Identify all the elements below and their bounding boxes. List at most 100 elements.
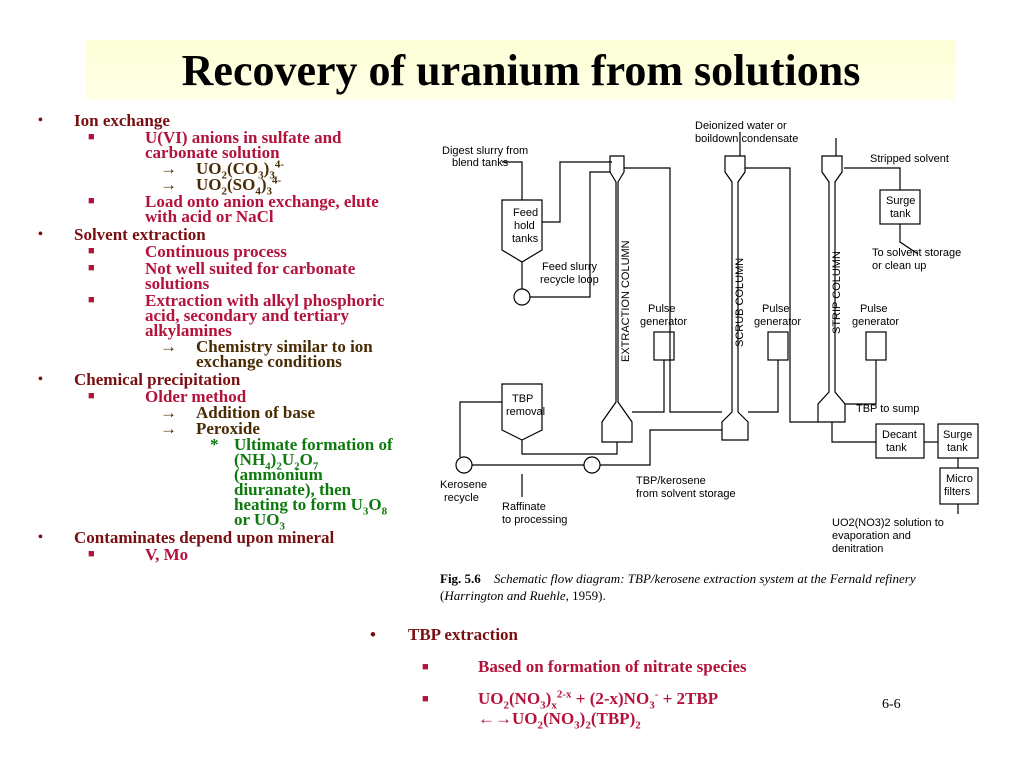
figure-caption-text: Schematic flow diagram: TBP/kerosene ext… (493, 571, 916, 586)
surge-bottom-label-1: Surge (943, 429, 972, 441)
outline-text: Contaminates depend upon mineral (74, 528, 335, 547)
outline-text: Solvent extraction (74, 225, 206, 244)
uo2-solution-label-2: evaporation and (832, 530, 911, 542)
bullet-icon: ■ (422, 661, 429, 673)
pulse-generator-1-shape (653, 331, 675, 361)
outline-item: ■U(VI) anions in sulfate and carbonate s… (0, 129, 400, 161)
outline-text: Peroxide (196, 419, 260, 438)
outline-text: UO2(CO3)34- (196, 158, 285, 182)
pump-tbp-icon (583, 456, 601, 474)
bullet-icon: * (210, 435, 219, 454)
outline-text: UO2(SO4)34- (196, 174, 282, 198)
uo2-solution-label-1: UO2(NO3)2 solution to (832, 517, 944, 529)
outline-item: • Chemical precipitation (0, 370, 400, 389)
right-list-text: UO2(NO3)x2-x + (2-x)NO3- + 2TBP←→UO2(NO3… (478, 688, 719, 732)
strip-column-label: STRIP COLUMN (831, 251, 843, 334)
outline-item: →Chemistry similar to ion exchange condi… (0, 337, 400, 371)
micro-filters-shape (939, 467, 979, 505)
right-list-item: •TBP extraction (360, 625, 880, 645)
outline-text: Continuous process (145, 242, 287, 261)
outline-item: • Contaminates depend upon mineral (0, 528, 400, 547)
outline-item: ■ Older method (0, 387, 400, 406)
feed-slurry-label-2: recycle loop (540, 274, 599, 286)
outline-item: •Ion exchange (0, 111, 400, 130)
slide-title: Recovery of uranium from solutions (181, 46, 861, 95)
decant-label-2: tank (886, 442, 907, 454)
pulse-generator-2-shape (767, 331, 789, 361)
surge-top-label-1: Surge (886, 195, 915, 207)
bullet-icon: • (38, 530, 43, 545)
pulse-3-label-1: Pulse (860, 303, 888, 315)
scrub-column-label: SCRUB COLUMN (734, 258, 746, 347)
bullet-outline: •Ion exchange■U(VI) anions in sulfate an… (0, 110, 400, 564)
tbp-kerosene-label-1: TBP/kerosene (636, 475, 706, 487)
micro-filters-label-1: Micro (946, 473, 973, 485)
solvent-storage-label-1: To solvent storage (872, 247, 961, 259)
tbp-extraction-list: •TBP extraction ■ Based on formation of ni… (360, 625, 880, 732)
outline-item: →UO2(SO4)34- (0, 174, 400, 198)
kerosene-label-2: recycle (444, 492, 479, 504)
figure-number: Fig. 5.6 (440, 571, 481, 586)
digest-label-1: Digest slurry from (442, 145, 528, 157)
outline-item: ■ Continuous process (0, 242, 400, 261)
pulse-generator-3-shape (865, 331, 887, 361)
feed-slurry-label-1: Feed slurry (542, 261, 598, 273)
figure-citation-authors: Harrington and Ruehle (444, 588, 566, 603)
outline-text: Ion exchange (74, 111, 170, 130)
tbp-kerosene-label-2: from solvent storage (636, 488, 736, 500)
outline-item: ■V, Mo (0, 545, 400, 564)
bullet-icon: ■ (88, 195, 95, 207)
bullet-icon: • (370, 625, 376, 644)
right-list-text: Based on formation of nitrate species (478, 657, 747, 676)
pulse-1-label-2: generator (640, 316, 687, 328)
stripped-solvent-label: Stripped solvent (870, 153, 949, 165)
outline-item: →UO2(CO3)34- (0, 158, 400, 182)
tbp-removal-tank-shape (501, 383, 543, 441)
bullet-icon: ■ (88, 262, 95, 274)
outline-item: *Ultimate formation of (NH4)2U2O7 (ammon… (0, 435, 400, 532)
outline-text: Chemistry similar to ion exchange condit… (196, 337, 373, 371)
outline-item: ■ Not well suited for carbonate solutions (0, 259, 400, 293)
outline-text: V, Mo (145, 545, 189, 564)
bullet-icon: ■ (88, 390, 95, 402)
digest-label-2: blend tanks (452, 157, 509, 169)
bullet-icon: • (38, 372, 43, 387)
micro-filters-label-2: filters (944, 486, 971, 498)
bullet-icon: ■ (88, 294, 95, 306)
outline-item: ■Load onto anion exchange, elute with ac… (0, 193, 400, 225)
scrub-column-shape (721, 155, 749, 441)
extraction-column-label: EXTRACTION COLUMN (620, 240, 632, 362)
tbp-removal-label-2: removal (506, 406, 545, 418)
bullet-icon: ■ (88, 245, 95, 257)
outline-item: •Solvent extraction (0, 225, 400, 244)
right-list-item: ■UO2(NO3)x2-x + (2-x)NO3- + 2TBP←→UO2(NO… (360, 688, 880, 732)
extraction-column-shape (601, 155, 633, 443)
title-band (86, 40, 956, 100)
bullet-icon: ■ (88, 131, 95, 143)
pump-feed-icon (513, 288, 531, 306)
pulse-2-label-1: Pulse (762, 303, 790, 315)
outline-item: →Addition of base (0, 404, 400, 421)
outline-text: Not well suited for carbonate solutions (145, 259, 356, 293)
surge-bottom-label-2: tank (947, 442, 968, 454)
outline-text: Older method (145, 387, 247, 406)
outline-text: Chemical precipitation (74, 370, 241, 389)
outline-text: Extraction with alkyl phosphoric acid, s… (145, 291, 385, 340)
pulse-2-label-2: generator (754, 316, 801, 328)
feed-hold-label-1: Feed (513, 207, 538, 219)
